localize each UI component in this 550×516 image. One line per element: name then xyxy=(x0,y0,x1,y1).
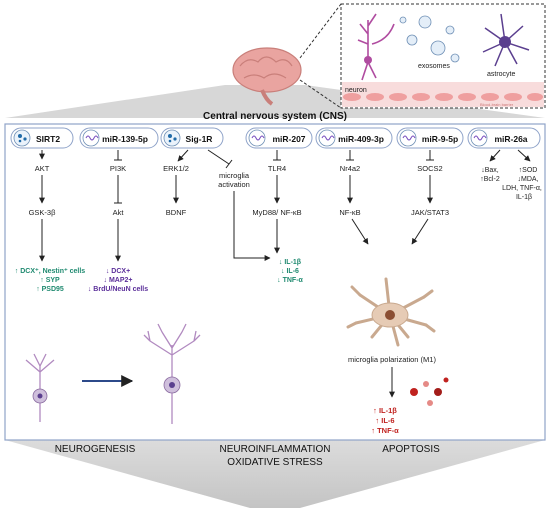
header-label: miR-9-5p xyxy=(422,134,458,144)
result-line: ↓ DCX+ xyxy=(106,268,130,275)
immature-neuron-nucleus xyxy=(37,393,43,399)
oxidative-markers: LDH, TNF-α, xyxy=(502,185,542,192)
funnel-top xyxy=(5,85,545,118)
oxidative-markers: ↑SOD xyxy=(519,167,538,174)
arrow xyxy=(411,218,429,245)
header-mir-207: miR-207 xyxy=(245,127,313,149)
header-mir-9: miR-9-5p xyxy=(396,127,464,149)
result-line: ↓ MAP2+ xyxy=(104,277,133,284)
header-mir-409: miR-409-3p xyxy=(315,127,393,149)
header-label: miR-26a xyxy=(494,134,527,144)
header-label: miR-139-5p xyxy=(102,134,148,144)
inhibit-bar xyxy=(225,159,233,169)
header-mir-26a: miR-26a xyxy=(467,127,541,149)
apoptosis-result: ↑ IL-6 xyxy=(375,416,394,425)
result-line: ↓ TNF-α xyxy=(277,277,303,284)
page-title: Central nervous system (CNS) xyxy=(203,111,347,122)
inset-neuron-icon xyxy=(357,13,395,81)
result-line: ↓ IL-6 xyxy=(281,268,299,275)
label-neurogenesis: NEUROGENESIS xyxy=(55,444,136,455)
label-neuroinflammation: NEUROINFLAMMATION xyxy=(220,444,331,455)
header-label: miR-409-3p xyxy=(338,134,384,144)
barrier-label: Blood-brain barrier xyxy=(480,102,514,107)
step-bdnf: BDNF xyxy=(166,208,187,217)
exosomes-label: exosomes xyxy=(418,63,450,70)
main-panel xyxy=(4,123,546,441)
inhibit-line xyxy=(207,149,230,165)
oxidative-markers: IL-1β xyxy=(516,194,532,201)
result-line: ↑ PSD95 xyxy=(36,286,64,293)
neuron-label: neuron xyxy=(345,87,367,94)
apoptosis-result: ↑ TNF-α xyxy=(371,426,399,435)
arrow xyxy=(233,191,271,261)
step-erk: ERK1/2 xyxy=(163,164,189,173)
label-apoptosis: APOPTOSIS xyxy=(382,444,440,455)
astrocyte-body xyxy=(499,36,511,48)
inset-neuron-body xyxy=(364,56,372,64)
step-akt: AKT xyxy=(35,164,50,173)
header-label: SIRT2 xyxy=(36,134,60,144)
label-oxidative-stress: OXIDATIVE STRESS xyxy=(227,457,323,468)
apoptosis-result: ↑ IL-1β xyxy=(373,406,397,415)
header-label: Sig-1R xyxy=(186,134,213,144)
arrow xyxy=(489,149,501,162)
oxidative-markers: ↓MDA, xyxy=(518,176,539,183)
immature-neuron-icon xyxy=(25,353,55,422)
step-socs2: SOCS2 xyxy=(417,164,442,173)
step-jakstat: JAK/STAT3 xyxy=(411,208,449,217)
apoptosis-markers: ↑Bcl-2 xyxy=(480,176,500,183)
header-sig1r: Sig-1R xyxy=(160,127,224,149)
zoom-line-2 xyxy=(299,79,342,109)
cytokine-dots-icon xyxy=(410,377,449,406)
exosomes-icon xyxy=(399,15,460,63)
zoom-line-1 xyxy=(299,3,342,59)
step-nfkb: NF-κB xyxy=(339,208,360,217)
inset-panel: neuron exosomes astrocyte Blood-brain ba… xyxy=(340,3,546,109)
mature-neuron-icon xyxy=(143,323,201,424)
result-line: ↓ BrdU/NeuN cells xyxy=(88,286,148,293)
apoptosis-markers: ↓Bax, xyxy=(481,167,499,174)
microglia-label: microglia polarization (M1) xyxy=(348,355,436,364)
step-akt2: Akt xyxy=(113,208,125,217)
side-microglia: microglia xyxy=(219,171,250,180)
brain-icon xyxy=(232,47,302,106)
result-line: ↓ IL-1β xyxy=(279,259,302,266)
arrow xyxy=(517,149,531,162)
side-activation: activation xyxy=(218,180,250,189)
step-pi3k: PI3K xyxy=(110,164,126,173)
header-sirt2: SIRT2 xyxy=(10,127,74,149)
result-line: ↑ SYP xyxy=(40,277,60,284)
arrow xyxy=(351,218,369,245)
step-nr4a2: Nr4a2 xyxy=(340,164,360,173)
astrocyte-icon xyxy=(482,13,530,67)
step-gsk3b: GSK-3β xyxy=(29,208,57,217)
header-mir-139: miR-139-5p xyxy=(79,127,159,149)
astrocyte-label: astrocyte xyxy=(487,71,516,78)
step-tlr4: TLR4 xyxy=(268,164,286,173)
mature-neuron-nucleus xyxy=(169,382,175,388)
header-label: miR-207 xyxy=(272,134,305,144)
step-myd88: MyD88/ NF-κB xyxy=(252,208,301,217)
microglia-nucleus xyxy=(385,310,395,320)
funnel-bottom xyxy=(5,440,545,508)
result-line: ↑ DCX⁺, Nestin⁺ cells xyxy=(15,268,86,275)
arrow xyxy=(177,149,189,162)
